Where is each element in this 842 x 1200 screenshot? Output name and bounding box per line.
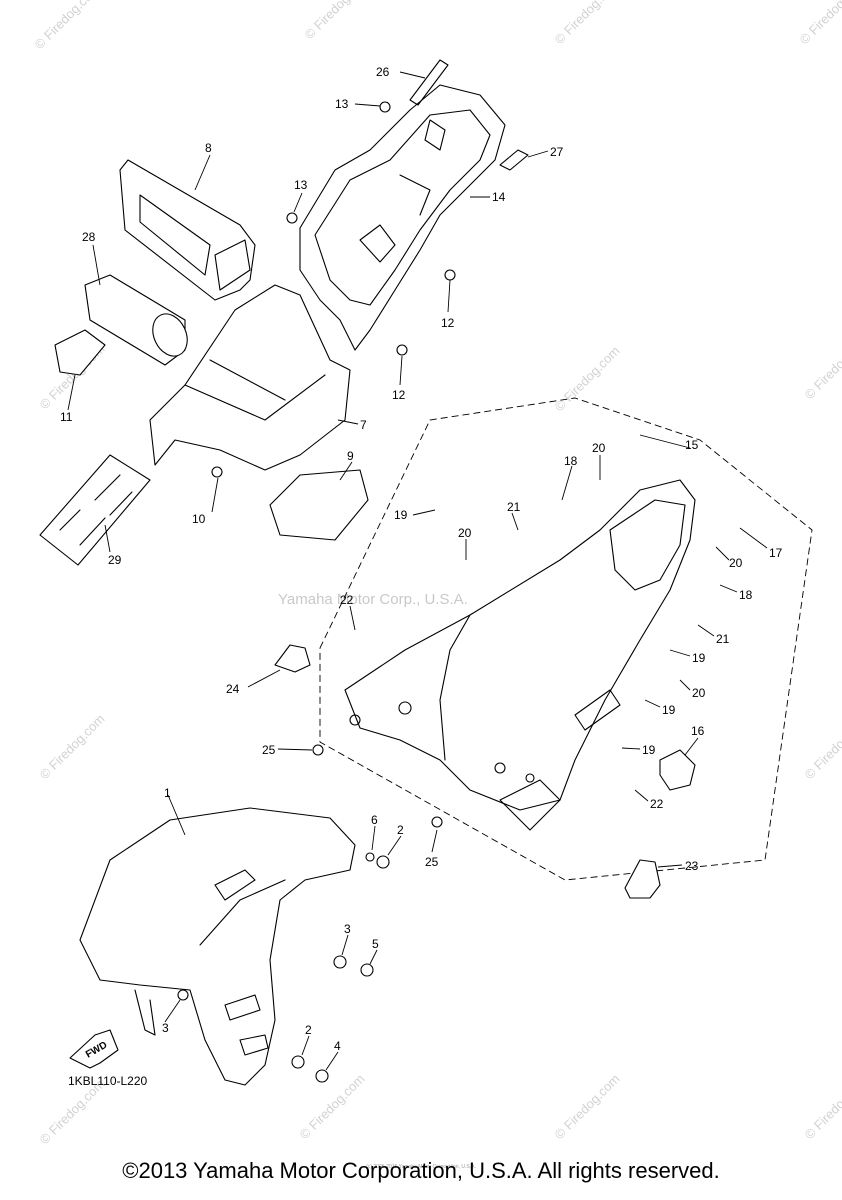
callout-29: 29 — [108, 553, 122, 567]
watermark: © Firedog.com — [802, 331, 842, 402]
callouts: 26 13 27 8 13 14 28 12 12 11 7 15 18 20 … — [60, 65, 783, 1053]
part-7-tray — [149, 284, 351, 471]
callout-23: 23 — [685, 859, 699, 873]
callout-19: 19 — [692, 651, 706, 665]
part-29-mat — [39, 454, 151, 566]
callout-11: 11 — [60, 410, 73, 424]
watermark: © Firedog.com — [37, 711, 108, 782]
diagram-code: 1KBL110-L220 — [68, 1074, 148, 1088]
callout-3: 3 — [162, 1021, 169, 1035]
callout-18: 18 — [564, 454, 578, 468]
watermark: © Firedog.com — [552, 1071, 623, 1142]
watermark: © Firedog.com — [32, 0, 103, 52]
part-28-battery — [84, 274, 188, 366]
fwd-arrow: FWD — [69, 1029, 119, 1069]
callout-6: 6 — [371, 813, 378, 827]
part-1-front-fender — [79, 807, 356, 1086]
callout-18: 18 — [739, 588, 753, 602]
watermark: © Firedog.com — [302, 0, 373, 42]
callout-12: 12 — [441, 316, 455, 330]
callout-4: 4 — [334, 1039, 341, 1053]
part-23-grommet — [624, 859, 661, 899]
callout-25: 25 — [262, 743, 276, 757]
watermark: © Firedog.com — [797, 0, 842, 47]
callout-14: 14 — [492, 190, 506, 204]
callout-2: 2 — [305, 1023, 312, 1037]
callout-20: 20 — [729, 556, 743, 570]
callout-1: 1 — [164, 786, 171, 800]
watermark: © Firedog.com — [552, 343, 623, 414]
center-watermark: Yamaha Motor Corp., U.S.A. — [278, 591, 468, 608]
callout-28: 28 — [82, 230, 96, 244]
watermark: © Firedog.com — [552, 0, 623, 47]
leader-lines — [67, 71, 768, 1071]
watermark: © Firedog.com — [297, 1071, 368, 1142]
callout-21: 21 — [507, 500, 521, 514]
callout-2: 2 — [397, 823, 404, 837]
callout-22: 22 — [650, 797, 664, 811]
callout-22: 22 — [340, 593, 354, 607]
part-15-group-boundary — [319, 397, 813, 881]
part-16-clip — [659, 749, 696, 791]
callout-5: 5 — [372, 937, 379, 951]
fasteners — [177, 101, 456, 1083]
callout-19: 19 — [662, 703, 676, 717]
callout-3: 3 — [344, 922, 351, 936]
callout-9: 9 — [347, 449, 354, 463]
callout-19: 19 — [394, 508, 408, 522]
callout-27: 27 — [550, 145, 564, 159]
callout-21: 21 — [716, 632, 730, 646]
part-26-decal — [409, 59, 449, 106]
callout-16: 16 — [691, 724, 705, 738]
part-9-pad — [269, 469, 369, 541]
watermark: © Firedog.com — [802, 711, 842, 782]
callout-20: 20 — [458, 526, 472, 540]
watermark: © Firedog.com — [802, 1071, 842, 1142]
part-24-bracket — [274, 644, 311, 673]
callout-10: 10 — [192, 512, 206, 526]
callout-26: 26 — [376, 65, 390, 79]
callout-25: 25 — [425, 855, 439, 869]
callout-24: 24 — [226, 682, 240, 696]
callout-13: 13 — [294, 178, 308, 192]
callout-8: 8 — [205, 141, 212, 155]
callout-7: 7 — [360, 418, 367, 432]
callout-17: 17 — [769, 546, 783, 560]
part-11-strap — [54, 329, 106, 376]
copyright-footer: ©2013 Yamaha Motor Corporation, U.S.A. A… — [122, 1158, 720, 1183]
callout-15: 15 — [685, 438, 699, 452]
part-14-inner-fender — [299, 84, 506, 351]
callout-12: 12 — [392, 388, 406, 402]
part-15-seat-cowl — [344, 479, 696, 831]
callout-13: 13 — [335, 97, 349, 111]
callout-20: 20 — [692, 686, 706, 700]
part-8-cover — [119, 159, 256, 301]
callout-19: 19 — [642, 743, 656, 757]
part-27-decal — [499, 149, 529, 171]
tiny-notice: (c) 2005-2015 Yamaha Motor Corporation, … — [366, 1164, 476, 1170]
callout-20: 20 — [592, 441, 606, 455]
